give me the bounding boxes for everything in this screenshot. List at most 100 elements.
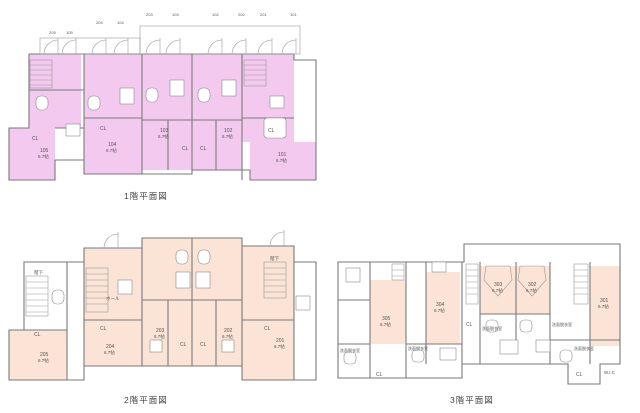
unit-305-fill — [370, 280, 406, 344]
floor3-unit-fills — [370, 266, 620, 346]
closet-label: CL — [182, 146, 189, 152]
unit-201-fill — [242, 246, 294, 380]
wash-label: 洗面脱衣室 — [574, 345, 594, 351]
closet-label: CL — [264, 326, 271, 332]
unit-103-fill — [142, 54, 192, 170]
unit-205-fill — [9, 330, 67, 380]
floor1-caption: 1階平面図 — [124, 191, 168, 201]
unit-204-fill — [84, 248, 142, 366]
closet-label: CL — [268, 128, 275, 134]
closet-label: CL — [200, 146, 207, 152]
unit-number: 303 — [494, 282, 503, 288]
unit-number: 104 — [108, 142, 117, 148]
stair-label: 階下 — [34, 269, 43, 276]
floor3-partitions — [338, 262, 620, 378]
closet-label: CL — [466, 322, 473, 328]
closet-label: CL — [200, 342, 207, 348]
door-tag-103: 103 — [172, 12, 179, 17]
floor2-room-labels: 階下 ホール 階下 CL CL CL CL CL — [34, 255, 279, 348]
unit-304-fill — [426, 272, 460, 344]
unit-105-fill — [9, 128, 55, 180]
unit-104-fill — [84, 54, 142, 174]
stair-label: 階下 — [270, 255, 279, 262]
closet-label: CL — [100, 326, 107, 332]
unit-size: 6.7帖 — [158, 133, 169, 140]
floor1-unit-fills — [9, 54, 316, 180]
floor2-partitions — [24, 238, 295, 380]
closet-label: CL — [180, 342, 187, 348]
closet-label: CL — [100, 126, 107, 132]
closet-label: CL — [34, 332, 41, 338]
floor1-door-number-tags: 205 105 204 104 203 103 102 202 201 101 — [49, 12, 297, 35]
wash-label: 洗面脱衣室 — [340, 347, 360, 353]
unit-302-fill — [516, 266, 550, 314]
unit-size: 6.7帖 — [434, 307, 445, 314]
unit-size: 6.7帖 — [274, 343, 285, 350]
wash-label: 洗面脱衣室 — [482, 325, 502, 331]
unit-size: 6.7帖 — [526, 287, 537, 294]
floor3-unit-labels: 305 6.7帖 304 6.7帖 303 6.7帖 302 6.7帖 301 … — [380, 282, 609, 328]
floor1-fixtures — [35, 79, 287, 139]
unit-number: 105 — [40, 148, 49, 154]
floor2-plan: 階下 ホール 階下 CL CL CL CL CL 205 6.7帖 204 6.… — [8, 230, 317, 405]
door-tag-105: 105 — [66, 30, 73, 35]
floor2-doors — [103, 230, 285, 249]
door-tag-205: 205 — [49, 30, 56, 35]
unit-size: 6.7帖 — [38, 357, 49, 364]
floor1-plan: 205 105 204 104 203 103 102 202 201 101 … — [8, 12, 317, 201]
floor2-stairs — [25, 261, 287, 317]
floor3-bays — [483, 265, 547, 297]
closet-label: CL — [376, 372, 383, 378]
unit-number: 302 — [528, 282, 537, 288]
unit-303-fill — [480, 266, 516, 314]
unit-size: 6.7帖 — [276, 157, 287, 164]
unit-number: 301 — [600, 298, 609, 304]
unit-size: 6.7帖 — [154, 333, 165, 340]
unit-301-fill — [590, 266, 620, 346]
hall-label: ホール — [106, 296, 120, 301]
unit-size: 6.7帖 — [106, 147, 117, 154]
unit-size: 6.7帖 — [598, 303, 609, 310]
unit-105-upper-fill — [29, 54, 81, 128]
unit-number: 102 — [224, 128, 233, 134]
door-tag-204: 204 — [96, 20, 103, 25]
unit-101-fill — [250, 142, 316, 180]
unit-size: 6.7帖 — [104, 349, 115, 356]
unit-number: 201 — [276, 338, 285, 344]
floor2-unit-labels: 205 6.7帖 204 6.7帖 203 6.7帖 202 6.7帖 201 … — [38, 328, 285, 364]
floor1-partitions — [29, 54, 294, 180]
wash-label: 洗面脱衣室 — [552, 321, 572, 327]
floor2-caption: 2階平面図 — [124, 395, 168, 405]
door-tag-102: 102 — [212, 12, 219, 17]
floor3-room-labels: 洗面脱衣室 洗面脱衣室 洗面脱衣室 洗面脱衣室 洗面脱衣室 W.I.C CL C… — [340, 321, 616, 378]
closet-label: CL — [32, 136, 39, 142]
unit-number: 202 — [224, 328, 233, 334]
unit-number: 305 — [382, 316, 391, 322]
unit-number: 103 — [160, 128, 169, 134]
door-tag-202: 202 — [238, 12, 245, 17]
floor3-outer-wall — [337, 243, 621, 385]
floor1-stairs — [29, 59, 267, 89]
floor3-fixtures — [343, 261, 573, 365]
unit-size: 6.7帖 — [380, 321, 391, 328]
floor3-plan: 洗面脱衣室 洗面脱衣室 洗面脱衣室 洗面脱衣室 洗面脱衣室 W.I.C CL C… — [337, 243, 621, 405]
unit-102-fill — [192, 54, 242, 170]
floor1-doors — [39, 25, 301, 55]
unit-number: 304 — [436, 302, 445, 308]
unit-number: 203 — [156, 328, 165, 334]
unit-size: 6.7帖 — [38, 153, 49, 160]
floor2-unit-fills — [9, 238, 294, 380]
door-tag-104: 104 — [117, 20, 124, 25]
unit-size: 6.7帖 — [222, 133, 233, 140]
door-tag-201: 201 — [260, 12, 267, 17]
unit-number: 205 — [40, 352, 49, 358]
floor3-caption: 3階平面図 — [450, 395, 494, 405]
floor2-fixtures — [51, 249, 311, 353]
unit-size: 6.7帖 — [222, 333, 233, 340]
wic-label: W.I.C — [604, 370, 616, 375]
floor3-stairs — [391, 263, 589, 305]
closet-label: CL — [576, 372, 583, 378]
floor1-unit-labels: 105 6.7帖 104 6.7帖 103 6.7帖 102 6.7帖 101 … — [38, 128, 287, 164]
floor1-closets: CL CL CL CL CL — [32, 126, 275, 152]
